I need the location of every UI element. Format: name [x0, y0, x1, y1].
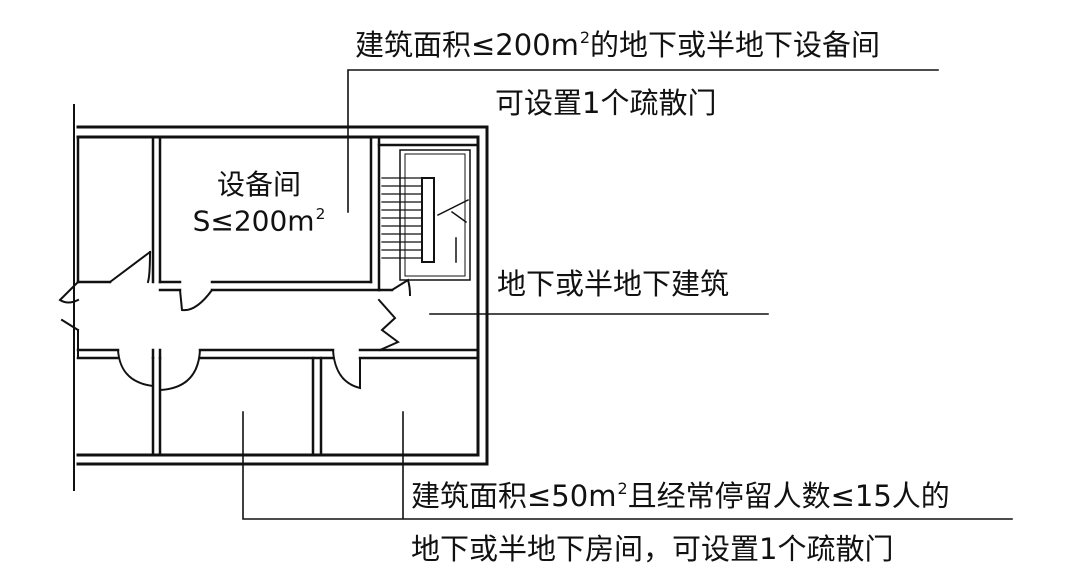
door-lower-middle-room — [159, 348, 202, 392]
upper-left-room-walls — [76, 135, 162, 284]
room-rule-line1: 建筑面积≤50m2且经常停留人数≤15人的 — [411, 481, 950, 511]
equipment-room-area-text: S≤200m — [192, 204, 315, 238]
basement-building-label: 地下或半地下建筑 — [497, 267, 730, 301]
door-corridor-end — [58, 280, 80, 359]
door-stair-room — [390, 278, 412, 297]
equipment-room-area: S≤200m2 — [184, 204, 334, 238]
equipment-rule-line2: 可设置1个疏散门 — [495, 86, 717, 120]
equipment-room-name: 设备间 — [216, 168, 301, 201]
equipment-room-label: 设备间 S≤200m2 — [184, 171, 334, 236]
equipment-room-walls — [158, 135, 381, 292]
door-lower-right-room — [331, 348, 361, 390]
room-rule-exponent: 2 — [617, 479, 628, 498]
stair-treads — [381, 177, 423, 259]
room-rule-line2: 地下或半地下房间，可设置1个疏散门 — [411, 532, 894, 566]
lower-room-walls — [151, 348, 323, 457]
door-lower-left-room — [116, 348, 154, 388]
outer-walls — [76, 125, 489, 466]
equipment-rule-exponent: 2 — [579, 28, 591, 47]
room-rule-text-b: 且经常停留人数≤15人的 — [627, 478, 950, 513]
leader-lines — [242, 69, 1013, 520]
stair-room — [377, 143, 480, 292]
door-stair-corridor — [377, 298, 400, 352]
equipment-rule-text-a: 建筑面积≤200m — [355, 27, 579, 62]
corridor-walls — [76, 348, 480, 360]
equipment-rule-text-b: 的地下或半地下设备间 — [590, 27, 881, 62]
stair-direction-mark — [436, 198, 470, 263]
leader-small-rooms — [242, 411, 1013, 520]
door-equipment-room — [178, 288, 214, 312]
doors — [58, 250, 412, 392]
door-upper-left-room — [108, 250, 152, 284]
equipment-rule-line1: 建筑面积≤200m2的地下或半地下设备间 — [355, 30, 880, 60]
room-rule-text-a: 建筑面积≤50m — [411, 478, 617, 513]
leader-equipment — [347, 69, 939, 213]
equipment-room-area-exponent: 2 — [315, 205, 326, 223]
